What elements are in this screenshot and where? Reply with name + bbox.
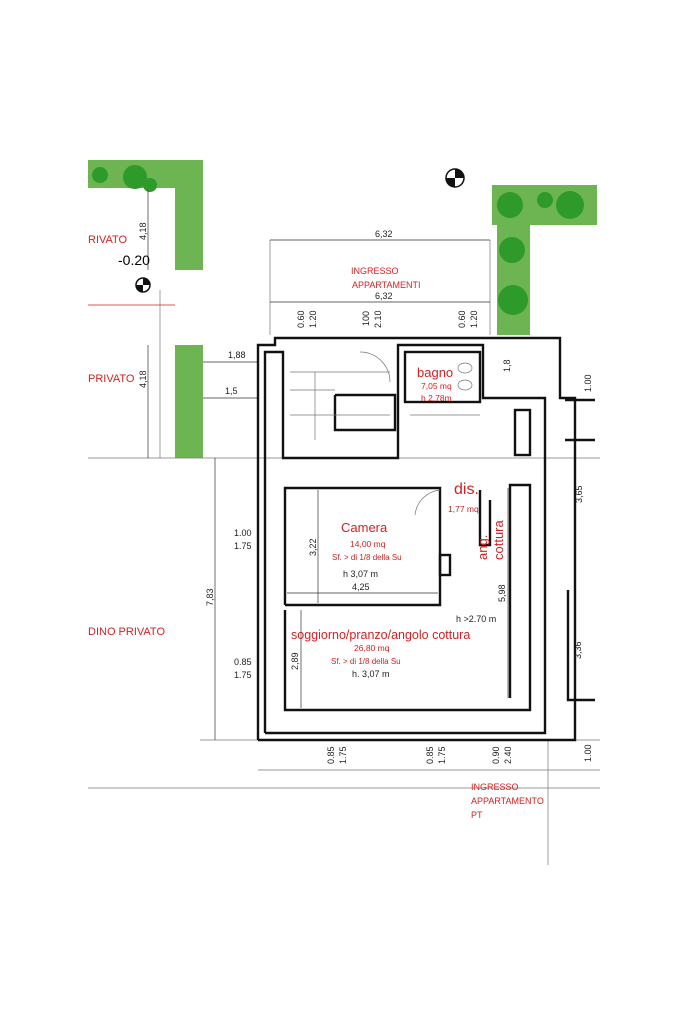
svg-text:1.75: 1.75 [234,670,252,680]
room-camera-name: Camera [341,520,388,535]
room-dis-name: dis. [454,481,479,498]
svg-text:1.20: 1.20 [469,310,479,328]
room-bagno-name: bagno [417,365,453,380]
room-soggiorno-note: Sf. > di 1/8 della Su [331,657,401,666]
stairs [290,351,480,516]
fixtures [457,362,473,391]
compass-icon [445,168,465,188]
svg-text:6,32: 6,32 [375,291,393,301]
room-soggiorno-length: 5,98 [497,584,507,602]
svg-text:7,83: 7,83 [205,588,215,606]
room-ang-cottura-1: ang. [475,535,490,560]
svg-text:0.90: 0.90 [491,746,501,764]
garden-label-bottom: DINO PRIVATO [88,626,165,638]
svg-text:1,88: 1,88 [228,350,246,360]
room-soggiorno-area: 26,80 mq [354,643,390,653]
svg-text:1.00: 1.00 [234,528,252,538]
level-marker-icon [135,277,151,293]
svg-text:100: 100 [361,311,371,326]
room-ang-cottura-2: cottura [491,519,506,560]
room-camera-height: h 3,07 m [343,569,378,579]
svg-text:3,65: 3,65 [574,485,584,503]
svg-text:4,18: 4,18 [138,370,148,388]
garden-left [88,160,203,458]
svg-text:1.75: 1.75 [437,746,447,764]
svg-text:0.85: 0.85 [326,746,336,764]
svg-text:2.40: 2.40 [503,746,513,764]
entrance-label-1: INGRESSO [351,266,399,276]
svg-text:0.85: 0.85 [234,657,252,667]
walls [256,336,595,742]
svg-text:2.10: 2.10 [373,310,383,328]
svg-text:1.00: 1.00 [583,744,593,762]
room-camera-width: 4,25 [352,582,370,592]
room-camera-note: Sf. > di 1/8 della Su [332,553,402,562]
room-bagno-height: h 2,78m [421,393,452,403]
room-dis-area: 1,77 mq [448,504,479,514]
garden-right [492,185,597,335]
svg-text:3,36: 3,36 [573,641,583,659]
level-label: -0.20 [118,252,150,268]
entrance-label-2: APPARTAMENTI [352,280,421,290]
entrance-pt-label-1: INGRESSO [471,782,519,792]
entrance-pt-label-3: PT [471,810,483,820]
svg-text:1,5: 1,5 [225,386,238,396]
dimensions: 6,32 6,32 0.60 1.20 100 2.10 0.60 1.20 4… [138,222,593,764]
entrance-pt-label-2: APPARTAMENTO [471,796,544,806]
room-soggiorno-height2: h >2.70 m [456,614,496,624]
svg-text:4,18: 4,18 [138,222,148,240]
svg-text:1.75: 1.75 [234,541,252,551]
garden-label-top: RIVATO [88,234,128,246]
svg-text:1.20: 1.20 [308,310,318,328]
garden-label-mid: PRIVATO [88,373,135,385]
svg-text:1.00: 1.00 [583,374,593,392]
room-camera-area: 14,00 mq [350,539,386,549]
room-soggiorno-name: soggiorno/pranzo/angolo cottura [291,628,470,642]
svg-text:6,32: 6,32 [375,229,393,239]
room-soggiorno-height: h. 3,07 m [352,669,390,679]
room-soggiorno-depth: 2,89 [290,652,300,670]
svg-text:1.75: 1.75 [338,746,348,764]
svg-text:1,8: 1,8 [502,359,512,372]
room-bagno-area: 7,05 mq [421,381,452,391]
svg-text:0.85: 0.85 [425,746,435,764]
svg-text:0.60: 0.60 [457,310,467,328]
room-camera-depth: 3,22 [308,538,318,556]
svg-text:0.60: 0.60 [296,310,306,328]
